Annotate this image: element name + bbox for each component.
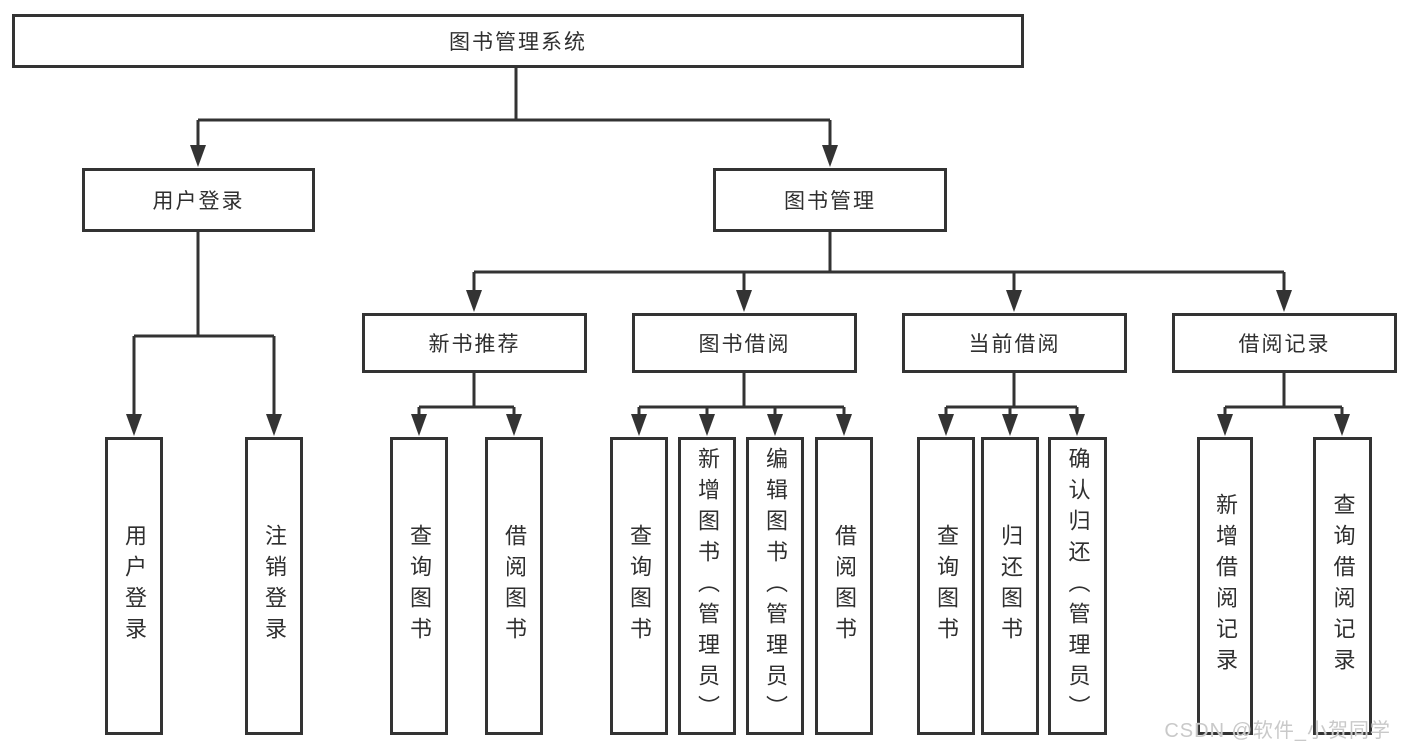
leaf-label: 用户登录: [122, 524, 147, 648]
node-label: 新书推荐: [428, 333, 521, 356]
node-label: 图书管理: [784, 190, 876, 213]
csdn-watermark: CSDN @软件_小贺同学: [1164, 720, 1391, 742]
connector-new-book: [417, 373, 516, 416]
leaf-label: 确认归还（管理员）: [1065, 446, 1091, 726]
leaf-query-books-current: 查询图书: [917, 437, 975, 735]
node-label: 图书管理系统: [449, 31, 587, 54]
node-current-borrow: 当前借阅: [902, 313, 1127, 373]
connector-root: [196, 68, 832, 146]
node-label: 用户登录: [152, 190, 245, 213]
leaf-user-login: 用户登录: [105, 437, 163, 735]
leaf-add-borrow-record: 新增借阅记录: [1197, 437, 1253, 735]
leaf-label: 编辑图书（管理员）: [763, 446, 788, 726]
leaf-label: 注销登录: [262, 524, 287, 648]
connector-book-borrow: [637, 373, 846, 416]
leaf-query-books-borrow: 查询图书: [610, 437, 668, 735]
leaf-query-books-recommend: 查询图书: [390, 437, 448, 735]
leaf-logout: 注销登录: [245, 437, 303, 735]
node-label: 借阅记录: [1238, 333, 1331, 356]
leaf-label: 查询借阅记录: [1330, 493, 1356, 679]
leaf-return-books: 归还图书: [981, 437, 1039, 735]
leaf-edit-book-admin: 编辑图书（管理员）: [746, 437, 804, 735]
leaf-borrow-books-recommend: 借阅图书: [485, 437, 543, 735]
leaf-label: 查询图书: [627, 524, 652, 648]
leaf-label: 新增借阅记录: [1213, 493, 1238, 679]
connector-book-mgmt: [472, 232, 1286, 291]
connector-user-login: [132, 232, 276, 416]
node-user-login: 用户登录: [82, 168, 315, 232]
node-book-borrow: 图书借阅: [632, 313, 857, 373]
node-library-system-root: 图书管理系统: [12, 14, 1024, 68]
leaf-label: 借阅图书: [502, 524, 527, 648]
connector-current-borrow: [944, 373, 1079, 416]
node-borrow-records: 借阅记录: [1172, 313, 1397, 373]
leaf-add-book-admin: 新增图书（管理员）: [678, 437, 736, 735]
node-book-management: 图书管理: [713, 168, 947, 232]
leaf-label: 查询图书: [934, 524, 959, 648]
connector-borrow-records: [1223, 373, 1344, 416]
leaf-borrow-books: 借阅图书: [815, 437, 873, 735]
node-label: 图书借阅: [698, 333, 791, 356]
leaf-label: 新增图书（管理员）: [695, 446, 720, 726]
leaf-confirm-return-admin: 确认归还（管理员）: [1048, 437, 1107, 735]
node-new-book-recommend: 新书推荐: [362, 313, 587, 373]
leaf-label: 查询图书: [407, 524, 432, 648]
leaf-query-borrow-record: 查询借阅记录: [1313, 437, 1372, 735]
node-label: 当前借阅: [968, 333, 1061, 356]
leaf-label: 归还图书: [998, 524, 1023, 648]
leaf-label: 借阅图书: [832, 524, 857, 648]
arrowheads: [126, 145, 1350, 436]
